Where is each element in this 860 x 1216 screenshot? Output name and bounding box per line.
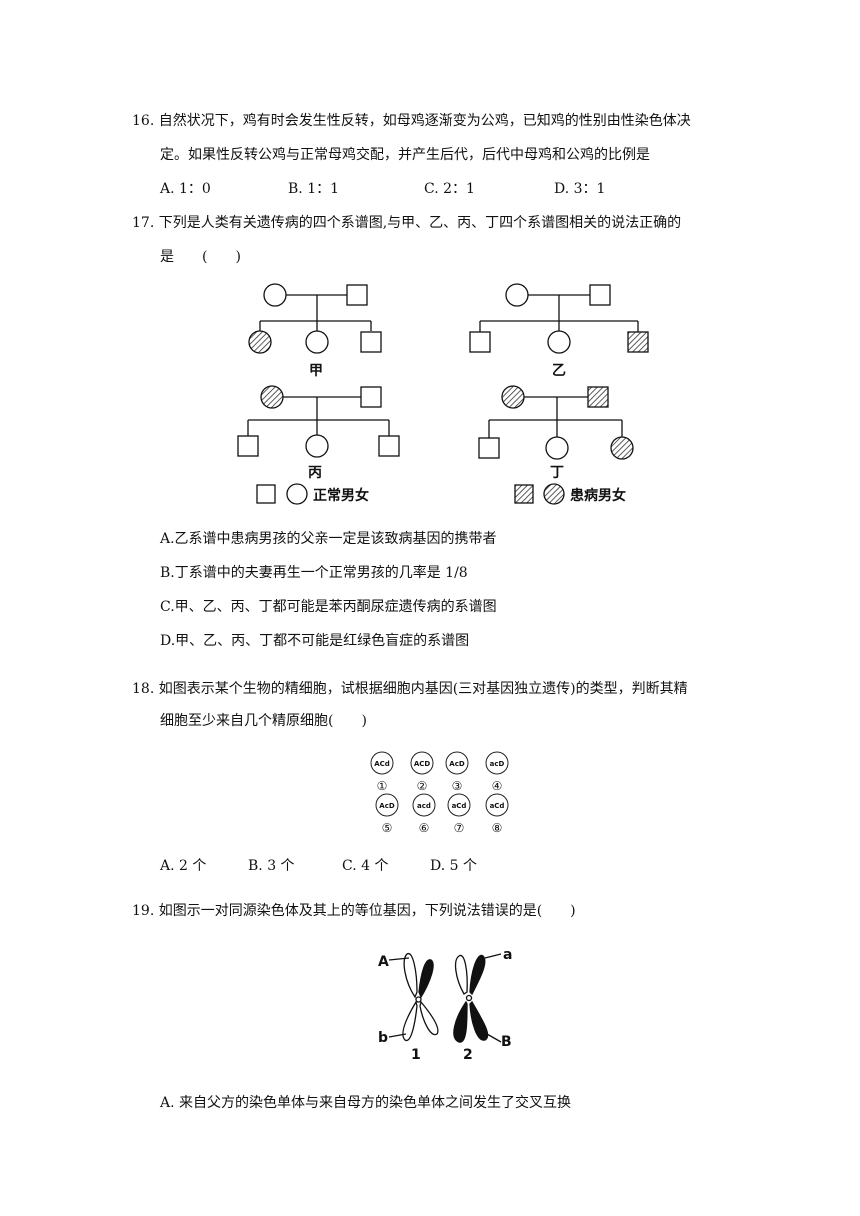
label-yi: 乙: [552, 363, 566, 379]
cell-7-num: ⑦: [454, 821, 465, 835]
bing-father: [360, 386, 382, 408]
yi-mother: [505, 283, 529, 307]
cell-8: [485, 793, 509, 817]
ding-son: [478, 437, 500, 459]
cell-1-genes: ACd: [374, 760, 390, 768]
cell-3-genes: AcD: [449, 760, 465, 768]
sperm-cells-figure: ACd ACD AcD acD AcD acd aCd aCd ① ② ③ ④ …: [370, 751, 509, 835]
cell-4-genes: acD: [490, 760, 505, 768]
chromosome-1: [388, 953, 439, 1042]
cell-3: [445, 751, 469, 775]
jia-daughter: [305, 330, 329, 354]
pedigree-jia: [248, 283, 382, 354]
bing-daughter: [305, 434, 329, 458]
q18-option-c: C. 4 个: [342, 858, 389, 874]
q18-option-b: B. 3 个: [248, 858, 295, 874]
q17-option-b: B.丁系谱中的夫妻再生一个正常男孩的几率是 1/8: [160, 565, 468, 581]
yi-father: [589, 284, 611, 306]
q18-line1: 18. 如图表示某个生物的精细胞，试根据细胞内基因(三对基因独立遗传)的类型，判…: [132, 681, 688, 697]
legend-affected-female: [543, 483, 565, 505]
cell-6: [412, 793, 436, 817]
pedigree-figure: 甲 乙 丙 丁 正常男女 患病男女: [237, 283, 649, 505]
label-2: 2: [463, 1047, 473, 1063]
label-B: B: [501, 1034, 512, 1050]
ding-daughter-affected: [610, 436, 634, 460]
cell-2: [410, 751, 434, 775]
jia-daughter-affected: [248, 330, 272, 354]
q16-option-d: D. 3：1: [554, 181, 606, 197]
bing-mother-affected: [260, 385, 284, 409]
legend-affected-male: [514, 484, 534, 504]
yi-daughter: [547, 330, 571, 354]
label-jia: 甲: [309, 363, 323, 379]
jia-son: [360, 331, 382, 353]
q19-line1: 19. 如图示一对同源染色体及其上的等位基因，下列说法错误的是( ): [132, 903, 576, 919]
q16-option-a: A. 1：0: [160, 181, 211, 197]
cell-1-num: ①: [377, 779, 388, 793]
ding-father-affected: [587, 386, 609, 408]
legend-normal-male: [256, 484, 276, 504]
q16-line2: 定。如果性反转公鸡与正常母鸡交配，并产生后代，后代中母鸡和公鸡的比例是: [160, 147, 650, 163]
pedigree-yi: [469, 283, 649, 354]
label-a: a: [503, 947, 512, 963]
q17-line1: 17. 下列是人类有关遗传病的四个系谱图,与甲、乙、丙、丁四个系谱图相关的说法正…: [132, 215, 682, 231]
q16-option-b: B. 1：1: [288, 181, 340, 197]
cell-2-num: ②: [417, 779, 428, 793]
label-b: b: [378, 1030, 388, 1046]
bing-son-right: [378, 435, 400, 457]
cell-5-num: ⑤: [382, 821, 393, 835]
pedigree-bing: [237, 385, 400, 458]
q17-option-a: A.乙系谱中患病男孩的父亲一定是该致病基因的携带者: [160, 531, 497, 547]
cell-4-num: ④: [492, 779, 503, 793]
yi-son-affected: [627, 331, 649, 353]
cell-5: [375, 793, 399, 817]
jia-mother: [263, 283, 287, 307]
q17-option-c: C.甲、乙、丙、丁都可能是苯丙酮尿症遗传病的系谱图: [160, 599, 497, 615]
q18-option-a: A. 2 个: [160, 858, 207, 874]
cell-1: [370, 751, 394, 775]
legend-affected-label: 患病男女: [570, 487, 626, 504]
cell-6-genes: acd: [417, 802, 431, 810]
chromosome-figure: A a b B 1 2: [378, 947, 512, 1063]
label-bing: 丙: [308, 465, 322, 481]
q16-option-c: C. 2：1: [424, 181, 475, 197]
bing-son-left: [237, 435, 259, 457]
cell-8-num: ⑧: [492, 821, 503, 835]
label-ding: 丁: [550, 465, 564, 481]
label-1: 1: [411, 1047, 421, 1063]
ding-daughter: [545, 436, 569, 460]
chromosome-2: [453, 953, 502, 1043]
legend-normal-label: 正常男女: [313, 487, 369, 504]
q19-option-a: A. 来自父方的染色单体与来自母方的染色单体之间发生了交叉互换: [160, 1095, 572, 1111]
legend-normal-female: [286, 483, 308, 505]
ding-mother-affected: [501, 385, 525, 409]
q18-option-d: D. 5 个: [430, 858, 477, 874]
label-A: A: [378, 954, 389, 970]
q17-option-d: D.甲、乙、丙、丁都不可能是红绿色盲症的系谱图: [160, 633, 470, 649]
cell-8-genes: aCd: [490, 802, 505, 810]
yi-son: [469, 331, 491, 353]
cell-5-genes: AcD: [379, 802, 395, 810]
cell-4: [485, 751, 509, 775]
cell-7-genes: aCd: [452, 802, 467, 810]
cell-7: [447, 793, 471, 817]
q18-line2: 细胞至少来自几个精原细胞( ): [160, 713, 367, 729]
cell-3-num: ③: [452, 779, 463, 793]
pedigree-ding: [478, 385, 634, 460]
cell-2-genes: ACD: [414, 760, 431, 768]
q16-line1: 16. 自然状况下，鸡有时会发生性反转，如母鸡逐渐变为公鸡，已知鸡的性别由性染色…: [132, 113, 691, 129]
jia-father: [346, 284, 368, 306]
cell-6-num: ⑥: [419, 821, 430, 835]
q17-line2: 是 ( ): [160, 249, 241, 265]
